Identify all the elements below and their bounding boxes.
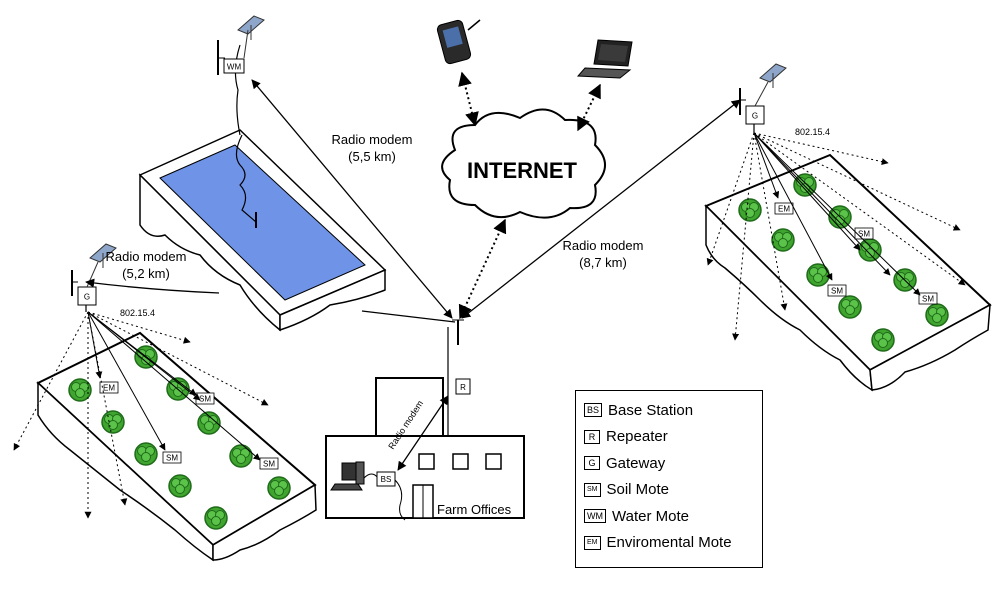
- legend-row-soil-mote: SM Soil Mote: [584, 477, 754, 504]
- legend-text: Base Station: [608, 401, 694, 419]
- legend-text: Water Mote: [612, 507, 689, 525]
- legend-text: Enviromental Mote: [606, 534, 732, 552]
- legend-row-repeater: R Repeater: [584, 424, 754, 451]
- left-soil-mote-tag-3: SM: [263, 460, 275, 469]
- right-soil-mote-tag-2: SM: [831, 287, 843, 296]
- legend-symbol: BS: [584, 403, 603, 418]
- laptop-icon: [576, 39, 633, 79]
- right-gateway-tag: G: [752, 112, 758, 121]
- right-soil-mote-tag-3: SM: [922, 295, 934, 304]
- legend-text: Gateway: [606, 454, 666, 472]
- legend-symbol: EM: [584, 535, 601, 550]
- internet-label: INTERNET: [467, 158, 578, 183]
- right-env-mote-tag: EM: [778, 205, 790, 214]
- left-crop-field: G 802.15.4 EM SM SM SM: [13, 243, 317, 562]
- left-soil-mote-tag-2: SM: [166, 454, 178, 463]
- water-mote-tag: WM: [227, 63, 242, 72]
- farm-office-building: Farm Offices BS R Radio modem: [325, 319, 525, 521]
- left-protocol-label: 802.15.4: [120, 308, 155, 318]
- legend-row-base-station: BS Base Station: [584, 397, 754, 424]
- repeater-tag: R: [460, 383, 466, 392]
- legend-symbol: SM: [584, 482, 601, 497]
- left-radio-label-2: (5,2 km): [122, 266, 170, 281]
- right-radio-label-1: Radio modem: [563, 238, 644, 253]
- legend-text: Repeater: [606, 428, 668, 446]
- right-radio-label-2: (8,7 km): [579, 255, 627, 270]
- legend-row-gateway: G Gateway: [584, 450, 754, 477]
- right-protocol-label: 802.15.4: [795, 127, 830, 137]
- right-crop-field: G 802.15.4 EM SM SM SM: [704, 63, 992, 392]
- legend: BS Base Station R Repeater G Gateway SM …: [575, 390, 763, 568]
- legend-text: Soil Mote: [606, 481, 670, 499]
- legend-symbol: G: [584, 456, 600, 471]
- left-env-mote-tag: EM: [103, 384, 115, 393]
- legend-symbol: WM: [584, 509, 606, 524]
- left-gateway-tag: G: [84, 293, 90, 302]
- farm-offices-label: Farm Offices: [437, 502, 512, 517]
- left-radio-label-1: Radio modem: [106, 249, 187, 264]
- base-station-tag: BS: [381, 475, 392, 484]
- smartphone-icon: [436, 19, 481, 65]
- water-radio-label-1: Radio modem: [332, 132, 413, 147]
- water-radio-label-2: (5,5 km): [348, 149, 396, 164]
- legend-row-water-mote: WM Water Mote: [584, 503, 754, 530]
- legend-row-env-mote: EM Enviromental Mote: [584, 530, 754, 557]
- right-soil-mote-tag-1: SM: [858, 230, 870, 239]
- legend-symbol: R: [584, 429, 600, 444]
- left-soil-mote-tag-1: SM: [199, 395, 211, 404]
- water-reservoir: WM: [138, 15, 387, 332]
